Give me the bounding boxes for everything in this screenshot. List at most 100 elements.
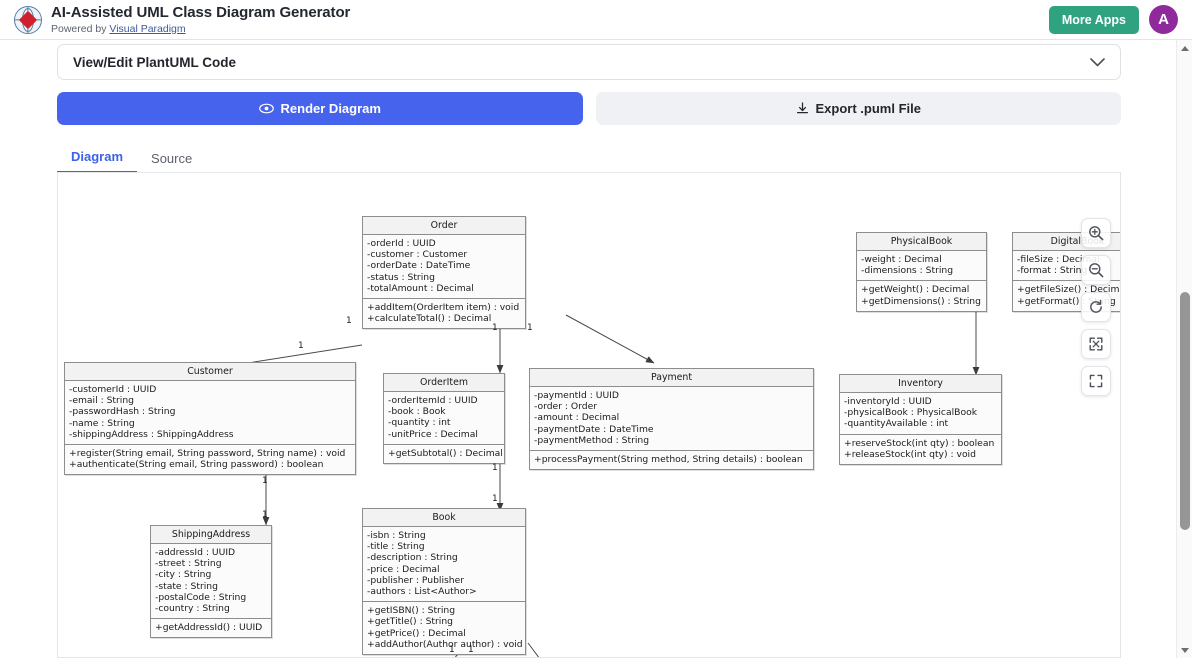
eye-icon [259,103,274,114]
powered-by-prefix: Powered by [51,23,109,35]
uml-class-name: Book [363,509,525,527]
view-edit-plantuml-code-panel[interactable]: View/Edit PlantUML Code [57,44,1121,80]
uml-attribute: -email : String [69,395,351,406]
uml-attribute: -paymentId : UUID [534,390,809,401]
uml-methods: +getISBN() : String +getTitle() : String… [363,602,525,654]
uml-attribute: -inventoryId : UUID [844,396,997,407]
chevron-down-icon [1090,58,1105,67]
multiplicity-label: 1 [298,341,304,351]
uml-attributes: -paymentId : UUID -order : Order -amount… [530,387,813,451]
uml-method: +getSubtotal() : Decimal [388,448,500,459]
scroll-up-arrow-icon[interactable] [1177,40,1192,56]
uml-method: +authenticate(String email, String passw… [69,459,351,470]
zoom-out-icon[interactable] [1081,255,1111,285]
uml-method: +getISBN() : String [367,605,521,616]
uml-attribute: -amount : Decimal [534,412,809,423]
uml-attribute: -book : Book [388,406,500,417]
uml-attribute: -quantityAvailable : int [844,418,997,429]
scroll-down-arrow-icon[interactable] [1177,642,1192,658]
uml-method: +addAuthor(Author author) : void [367,639,521,650]
uml-class-physicalbook[interactable]: PhysicalBook -weight : Decimal -dimensio… [856,232,987,312]
fullscreen-icon[interactable] [1081,366,1111,396]
uml-class-orderitem[interactable]: OrderItem -orderItemId : UUID -book : Bo… [383,373,505,464]
uml-method: +getTitle() : String [367,616,521,627]
avatar[interactable]: A [1149,5,1178,34]
uml-class-inventory[interactable]: Inventory -inventoryId : UUID -physicalB… [839,374,1002,465]
export-puml-file-button[interactable]: Export .puml File [596,92,1122,125]
uml-attribute: -paymentDate : DateTime [534,424,809,435]
uml-attribute: -name : String [69,418,351,429]
uml-attributes: -orderId : UUID -customer : Customer -or… [363,235,525,299]
uml-class-name: PhysicalBook [857,233,986,251]
uml-class-payment[interactable]: Payment -paymentId : UUID -order : Order… [529,368,814,470]
uml-attribute: -orderItemId : UUID [388,395,500,406]
uml-attribute: -weight : Decimal [861,254,982,265]
uml-attribute: -isbn : String [367,530,521,541]
tab-source[interactable]: Source [137,147,206,173]
export-puml-file-label: Export .puml File [816,101,921,116]
uml-attributes: -orderItemId : UUID -book : Book -quanti… [384,392,504,445]
page-scrollbar[interactable] [1176,40,1192,658]
uml-attribute: -city : String [155,569,267,580]
uml-attribute: -orderId : UUID [367,238,521,249]
uml-methods: +getAddressId() : UUID [151,619,271,637]
diagram-zoom-controls [1081,218,1111,396]
uml-attribute: -order : Order [534,401,809,412]
multiplicity-label: 1 [492,323,498,333]
uml-class-name: Inventory [840,375,1001,393]
uml-method: +getWeight() : Decimal [861,284,982,295]
uml-class-customer[interactable]: Customer -customerId : UUID -email : Str… [64,362,356,475]
multiplicity-label: 1 [492,463,498,473]
uml-method: +register(String email, String password,… [69,448,351,459]
uml-attribute: -street : String [155,558,267,569]
uml-attributes: -isbn : String -title : String -descript… [363,527,525,602]
zoom-in-icon[interactable] [1081,218,1111,248]
app-header: AI-Assisted UML Class Diagram Generator … [0,0,1192,40]
uml-attribute: -totalAmount : Decimal [367,283,521,294]
uml-attribute: -customer : Customer [367,249,521,260]
download-icon [796,102,809,115]
uml-class-name: ShippingAddress [151,526,271,544]
uml-methods: +processPayment(String method, String de… [530,451,813,469]
uml-attributes: -customerId : UUID -email : String -pass… [65,381,355,445]
uml-method: +reserveStock(int qty) : boolean [844,438,997,449]
diagram-canvas[interactable]: Order -orderId : UUID -customer : Custom… [57,173,1121,658]
fit-screen-icon[interactable] [1081,329,1111,359]
uml-method: +getDimensions() : String [861,296,982,307]
multiplicity-label: 1 [492,494,498,504]
uml-class-shippingaddress[interactable]: ShippingAddress -addressId : UUID -stree… [150,525,272,638]
multiplicity-label: 1 [468,645,474,655]
uml-class-book[interactable]: Book -isbn : String -title : String -des… [362,508,526,655]
tab-diagram[interactable]: Diagram [57,145,137,173]
uml-attributes: -inventoryId : UUID -physicalBook : Phys… [840,393,1001,435]
uml-class-order[interactable]: Order -orderId : UUID -customer : Custom… [362,216,526,329]
uml-attribute: -customerId : UUID [69,384,351,395]
more-apps-button[interactable]: More Apps [1049,6,1139,34]
page-body: View/Edit PlantUML Code Render Diagram E… [0,40,1176,658]
scrollbar-thumb[interactable] [1180,292,1190,530]
uml-attribute: -physicalBook : PhysicalBook [844,407,997,418]
uml-attribute: -price : Decimal [367,564,521,575]
uml-attribute: -addressId : UUID [155,547,267,558]
reset-zoom-icon[interactable] [1081,292,1111,322]
uml-attributes: -addressId : UUID -street : String -city… [151,544,271,619]
view-tabs: Diagram Source [57,143,1121,173]
title-block: AI-Assisted UML Class Diagram Generator … [51,4,350,34]
uml-method: +getPrice() : Decimal [367,628,521,639]
uml-attribute: -title : String [367,541,521,552]
action-button-row: Render Diagram Export .puml File [57,92,1121,125]
uml-attribute: -postalCode : String [155,592,267,603]
uml-class-name: Payment [530,369,813,387]
uml-methods: +reserveStock(int qty) : boolean +releas… [840,435,1001,464]
uml-class-name: Order [363,217,525,235]
uml-attribute: -country : String [155,603,267,614]
render-diagram-button[interactable]: Render Diagram [57,92,583,125]
uml-attribute: -orderDate : DateTime [367,260,521,271]
visual-paradigm-globe-diamond-icon [14,6,42,34]
uml-method: +processPayment(String method, String de… [534,454,809,465]
uml-method: +calculateTotal() : Decimal [367,313,521,324]
visual-paradigm-link[interactable]: Visual Paradigm [109,23,185,35]
uml-attribute: -description : String [367,552,521,563]
multiplicity-label: 1 [262,476,268,486]
uml-attribute: -status : String [367,272,521,283]
